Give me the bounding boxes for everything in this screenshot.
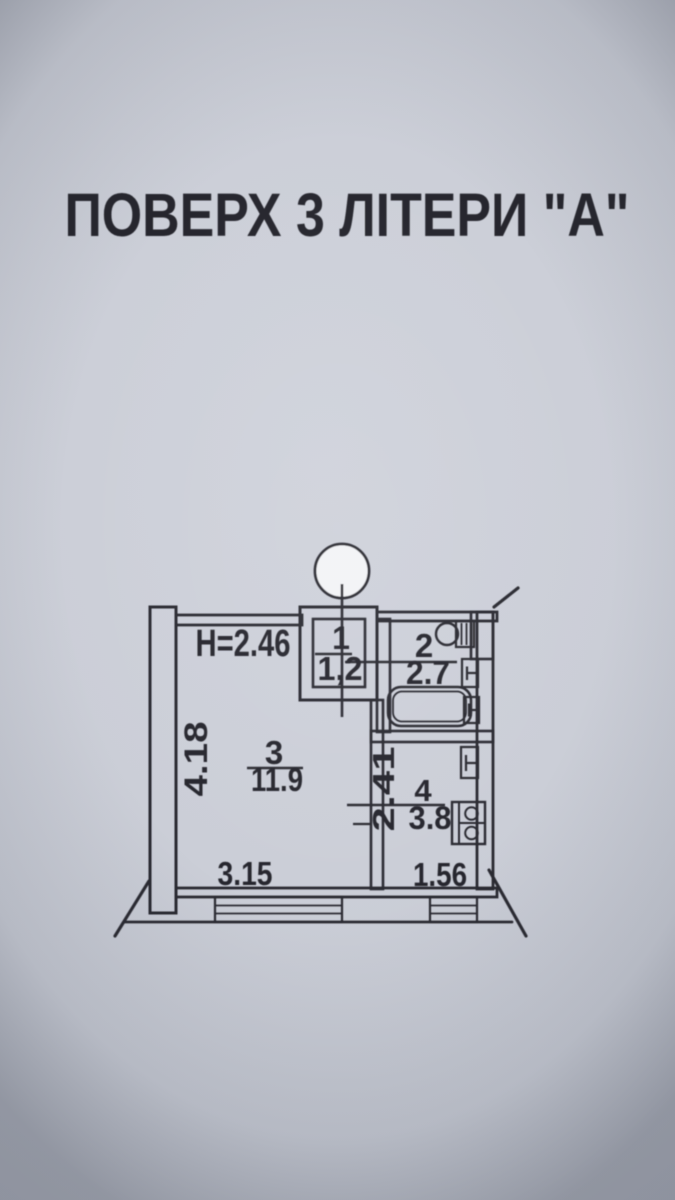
sink-icon	[434, 619, 476, 649]
fixtures	[353, 619, 487, 846]
right-wall	[475, 610, 495, 891]
window-room4	[428, 895, 479, 924]
top-wall-room3	[174, 613, 304, 627]
page-title: ПОВЕРХ 3 ЛІТЕРИ "А"	[65, 181, 630, 249]
ceiling-height-label: H=2.46	[196, 623, 291, 665]
balcony-and-break-lines	[113, 586, 528, 938]
entrance-marker	[313, 542, 371, 717]
left-wall	[148, 605, 178, 915]
room2-number-label: 2	[415, 627, 433, 664]
label-leader-lines	[247, 652, 457, 807]
plan-labels: H=2.46 4.18 1 1,2 2 2.7 3 11.9 2.41 4 3.…	[178, 620, 467, 893]
radiator-icon	[460, 657, 480, 689]
room3-width-label: 3.15	[218, 855, 273, 892]
room3-number-label: 3	[265, 734, 283, 771]
room4-width-label: 1.56	[413, 856, 467, 893]
bathtub-icon	[386, 685, 473, 728]
wall-room2-room4	[369, 729, 495, 744]
break-line-bottom-left	[113, 879, 151, 938]
radiator-icon	[459, 745, 480, 780]
room3-area-label: 11.9	[251, 761, 303, 798]
room1-area-label: 1,2	[318, 650, 363, 687]
room1-inner-wall	[311, 617, 367, 689]
break-line-bottom-right	[487, 868, 528, 938]
break-line-top-right	[492, 586, 520, 609]
room2-area-label: 2.7	[406, 654, 450, 691]
room4-number-label: 4	[414, 773, 432, 808]
walls	[148, 605, 499, 915]
top-wall-room2	[375, 610, 499, 623]
room4-area-label: 3.8	[409, 800, 452, 836]
stove-icon	[450, 800, 487, 846]
room4-depth-label: 2.41	[366, 747, 401, 832]
radiator-icon	[462, 695, 481, 725]
window-room3	[213, 895, 344, 924]
room1-number-label: 1	[332, 620, 350, 656]
room3-depth-label: 4.18	[178, 722, 214, 797]
